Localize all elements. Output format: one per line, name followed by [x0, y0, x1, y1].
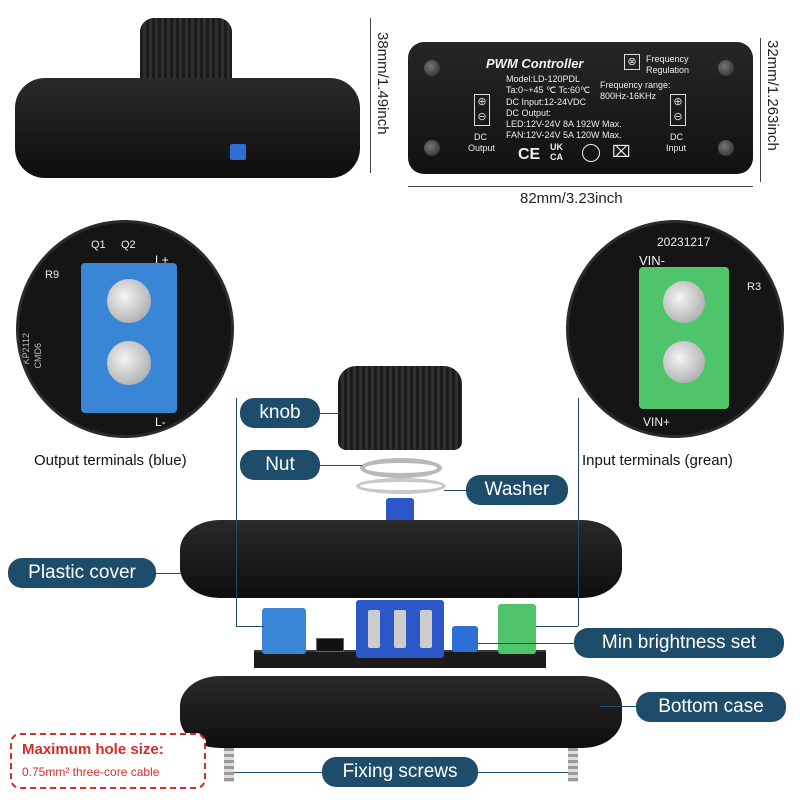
callout-line — [236, 398, 237, 626]
top-height-line — [760, 38, 761, 182]
pcb-mark-cmd6: CMD6 — [33, 343, 43, 369]
screw-icon — [424, 60, 440, 76]
screw-icon — [718, 60, 734, 76]
output-terminal-closeup: Q1 Q2 R9 L+ L- KP2112 CMD6 — [16, 220, 234, 438]
terminal-screw-icon — [663, 341, 705, 383]
nut — [360, 458, 442, 478]
callout-line — [444, 490, 468, 491]
blue-terminal — [262, 608, 306, 654]
fixing-screw-right — [568, 748, 578, 782]
input-polarity-icon: ⊕⊖ — [670, 94, 686, 126]
screw-icon — [718, 140, 734, 156]
pcb-mark-lminus: L- — [155, 415, 166, 429]
terminal-screw-icon — [107, 341, 151, 385]
freq-range-label: Frequency range: — [600, 80, 671, 90]
dc-input-text: DC Input:12-24VDC — [506, 97, 587, 107]
fan-rating-text: FAN:12V-24V 5A 120W Max. — [506, 130, 622, 140]
led-rating-text: LED:12V-24V 8A 192W Max. — [506, 119, 622, 129]
pcb-mark-vin-plus: VIN+ — [643, 415, 671, 429]
pin-icon — [394, 610, 406, 648]
ce-mark: CE — [518, 146, 541, 163]
callout-line — [318, 465, 362, 466]
side-height-dimension: 38mm/1.49inch — [374, 32, 391, 135]
hole-size-detail: 0.75mm² three-core cable — [22, 765, 160, 779]
side-body — [15, 78, 360, 178]
green-terminal — [498, 604, 536, 654]
pcb-mark-r9: R9 — [45, 269, 60, 281]
weee-bin-icon: ⌧ — [612, 144, 631, 161]
trim-pot — [230, 144, 246, 160]
pcb-mark-vin-minus: VIN- — [639, 253, 665, 268]
bottom-case — [180, 676, 622, 748]
frequency-label: Frequency — [646, 54, 689, 64]
pcb-mark-kp2112: KP2112 — [21, 333, 31, 365]
bottom-case-callout: Bottom case — [636, 692, 786, 722]
fixing-screw-left — [224, 748, 234, 782]
callout-line — [318, 413, 340, 414]
dc-output-label-1: DC — [474, 132, 487, 142]
rohs-icon — [582, 144, 600, 162]
callout-line — [600, 706, 636, 707]
fixing-screws-callout: Fixing screws — [322, 757, 478, 787]
callout-line — [578, 398, 579, 626]
terminal-screw-icon — [663, 281, 705, 323]
top-width-dimension: 82mm/3.23inch — [520, 190, 623, 207]
temperature-text: Ta:0~+45 ℃ Tc:60℃ — [506, 85, 591, 95]
green-terminal-block — [639, 267, 729, 409]
top-height-dimension: 32mm/1.263inch — [764, 40, 781, 151]
knob — [338, 366, 462, 450]
callout-line — [536, 626, 578, 627]
washer-callout: Washer — [466, 475, 568, 505]
callout-line — [476, 772, 568, 773]
nut-callout: Nut — [240, 450, 320, 480]
ukca-mark-bottom: CA — [550, 152, 563, 162]
min-brightness-callout: Min brightness set — [574, 628, 784, 658]
dc-output-label-2: Output — [468, 143, 496, 153]
callout-line — [236, 626, 264, 627]
side-height-line — [370, 18, 371, 173]
pcb-mark-q2: Q2 — [121, 239, 136, 251]
blue-terminal-block — [81, 263, 177, 413]
controller-title: PWM Controller — [486, 56, 584, 71]
inductor — [316, 638, 344, 652]
callout-line — [152, 573, 182, 574]
knob-callout: knob — [240, 398, 320, 428]
frequency-regulation-icon: ⊗ — [624, 54, 640, 70]
plastic-cover-callout: Plastic cover — [8, 558, 156, 588]
side-view — [10, 10, 370, 190]
pcb-mark-r3: R3 — [747, 281, 762, 293]
callout-line — [234, 772, 324, 773]
input-terminals-caption: Input terminals (grean) — [582, 452, 733, 469]
callout-line — [478, 643, 574, 644]
screw-icon — [424, 140, 440, 156]
output-polarity-icon: ⊕⊖ — [474, 94, 490, 126]
freq-range-value: 800Hz-16KHz — [600, 91, 657, 101]
output-terminals-caption: Output terminals (blue) — [34, 452, 187, 469]
dc-input-label-1: DC — [670, 132, 683, 142]
dc-input-label-2: Input — [666, 143, 687, 153]
terminal-screw-icon — [107, 279, 151, 323]
model-text: Model:LD-120PDL — [506, 74, 581, 84]
washer — [356, 478, 446, 494]
ukca-mark-top: UK — [550, 142, 563, 152]
pin-icon — [368, 610, 380, 648]
hole-size-note: Maximum hole size: 0.75mm² three-core ca… — [10, 733, 206, 789]
pcb-mark-date: 20231217 — [657, 235, 711, 249]
input-terminal-closeup: 20231217 VIN- R3 VIN+ — [566, 220, 784, 438]
top-width-line — [408, 186, 753, 187]
dc-output-text: DC Output: — [506, 108, 552, 118]
regulation-label: Regulation — [646, 65, 690, 75]
knob-top — [140, 18, 232, 88]
controller-top-view: PWM Controller ⊗ Frequency Regulation Mo… — [408, 42, 753, 174]
pcb-mark-q1: Q1 — [91, 239, 106, 251]
min-brightness-trimmer — [452, 626, 478, 652]
plastic-cover — [180, 520, 622, 598]
pin-icon — [420, 610, 432, 648]
ukca-mark: UK CA — [550, 142, 572, 162]
hole-size-title: Maximum hole size: — [22, 741, 164, 758]
